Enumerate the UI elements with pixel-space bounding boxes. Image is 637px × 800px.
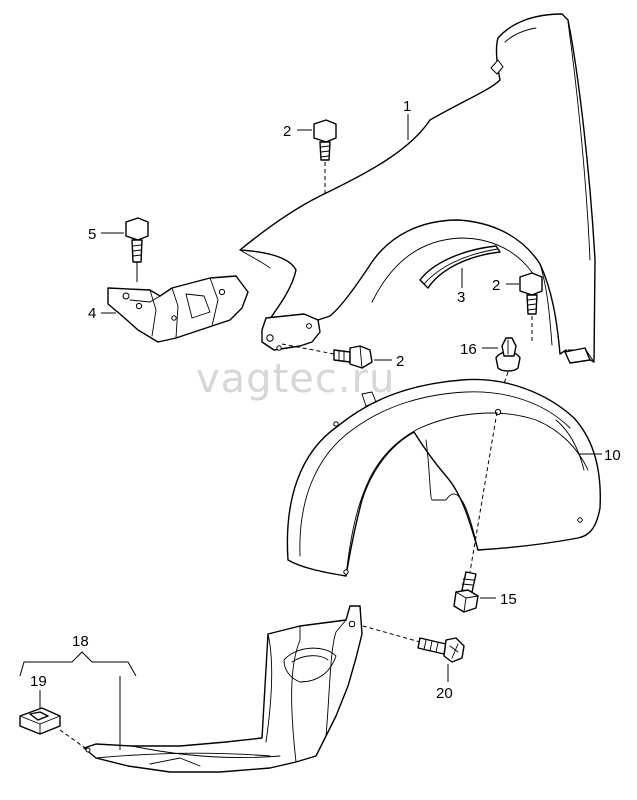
callout-bolt-right: 2 <box>492 277 500 294</box>
bolt-right-part <box>519 272 543 342</box>
callout-insulation-strip: 3 <box>457 289 465 306</box>
watermark: vagtec.ru <box>196 356 395 402</box>
callout-screw-liner: 15 <box>500 591 517 608</box>
leader-lines <box>19 114 602 750</box>
underbody-shield-part <box>59 605 363 773</box>
bolt-mid-part <box>281 343 373 369</box>
bracket-bolt-part <box>125 217 149 282</box>
insulation-strip-part <box>419 245 501 289</box>
fender-part <box>239 13 596 364</box>
callouts: 1 2 2 2 3 4 5 10 15 16 18 19 20 <box>30 98 621 702</box>
callout-bracket: 4 <box>88 305 96 322</box>
speed-nut-part <box>19 707 61 735</box>
screw-shield-part <box>355 623 465 663</box>
screw-liner-part <box>453 571 479 613</box>
bracket-part <box>107 275 249 343</box>
callout-clip: 16 <box>460 341 477 358</box>
callout-bolt-mid: 2 <box>396 353 404 370</box>
callout-bracket-bolt: 5 <box>88 226 96 243</box>
callout-bolt-top: 2 <box>283 123 291 140</box>
callout-underbody-shield: 18 <box>72 633 89 650</box>
callout-wheel-liner: 10 <box>604 447 621 464</box>
bolt-top-part <box>313 119 337 194</box>
callout-screw-shield: 20 <box>436 685 453 702</box>
callout-fender: 1 <box>403 98 411 115</box>
wheel-liner-part <box>286 378 601 577</box>
callout-speed-nut: 19 <box>30 673 47 690</box>
